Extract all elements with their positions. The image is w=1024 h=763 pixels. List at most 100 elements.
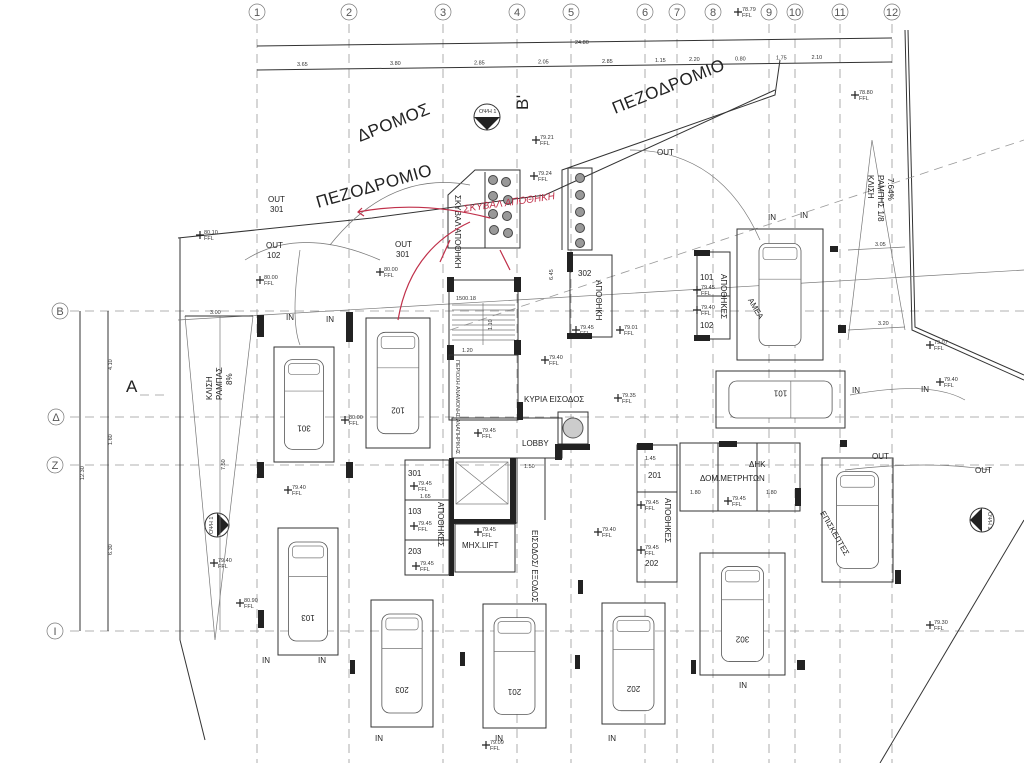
flow-in: IN	[286, 313, 294, 322]
dim-total: 24.80	[575, 40, 589, 46]
level-ffl: FFL	[482, 533, 492, 539]
grid-column-marker	[434, 3, 452, 21]
garbage-store-label: ΣΚΥΒΑΛ ΑΠΟΘΗΚΗ	[453, 195, 462, 269]
level-value: 78.79	[742, 7, 756, 13]
flow-out: OUT	[395, 240, 412, 249]
dim: 1.80	[766, 490, 777, 496]
level-value: 79.45	[580, 325, 594, 331]
meters-label: ΔΟΜ.ΜΕΤΡΗΤΩΝ	[700, 474, 765, 483]
level-ffl: FFL	[859, 96, 869, 102]
level-ffl: FFL	[645, 506, 655, 512]
flow-in: IN	[262, 656, 270, 665]
dim: 1.75	[776, 56, 787, 62]
level-value: 80.10	[204, 230, 218, 236]
bin-icon	[575, 223, 585, 233]
main-entrance-label: ΚΥΡΙΑ ΕΙΣΟΔΟΣ	[524, 395, 584, 404]
dim: 2.20	[689, 57, 700, 63]
grid-column-marker	[760, 3, 778, 21]
column-label: 10	[789, 7, 801, 19]
dim: 2.05	[538, 60, 549, 66]
dim: 1.60	[108, 434, 114, 445]
level-value: 80.90	[244, 598, 258, 604]
row-label: Δ	[52, 412, 60, 424]
bin-icon	[575, 173, 585, 183]
stores-label: ΑΠΟΘΗΚΕΣ	[719, 274, 728, 319]
level-ffl: FFL	[384, 273, 394, 279]
flow-in: IN	[375, 734, 383, 743]
level-ffl: FFL	[540, 141, 550, 147]
flow-out: OUT	[975, 466, 992, 475]
level-ffl: FFL	[732, 502, 742, 508]
parking-label: 302	[735, 635, 749, 644]
grid-column-marker	[340, 3, 358, 21]
column-label: 2	[346, 7, 352, 19]
flow-number: 301	[270, 205, 284, 214]
level-value: 79.40	[218, 558, 232, 564]
parking-label: 103	[301, 613, 315, 622]
level-value: 79.40	[292, 485, 306, 491]
level-ffl: FFL	[742, 13, 752, 19]
flow-out: OUT	[872, 452, 889, 461]
level-ffl: FFL	[622, 399, 632, 405]
flow-in: IN	[318, 656, 326, 665]
level-ffl: FFL	[944, 383, 954, 389]
level-ffl: FFL	[538, 177, 548, 183]
store-number: 301	[408, 469, 422, 478]
level-ffl: FFL	[602, 533, 612, 539]
level-value: 79.40	[549, 355, 563, 361]
bin-icon	[488, 209, 498, 219]
bin-icon	[501, 177, 511, 187]
store-number: 101	[700, 273, 714, 282]
dim: 1.10	[488, 319, 494, 330]
ramp-right: ΚΛΙΣΗ ΡΑΜΠΗΣ 1/8 7.64% 3.05 3.20	[847, 139, 906, 341]
lobby-label: LOBBY	[522, 439, 549, 448]
row-label: Z	[52, 460, 59, 472]
level-value: 79.09	[490, 740, 504, 746]
grid-column-marker	[508, 3, 526, 21]
flow-in: IN	[852, 386, 860, 395]
level-ffl: FFL	[420, 567, 430, 573]
ramp-text: ΡΑΜΠΗΣ 1/8	[876, 175, 885, 222]
parking-space: 201	[482, 603, 547, 729]
flow-in: IN	[326, 315, 334, 324]
bin-icon	[503, 195, 513, 205]
grid-column-marker	[636, 3, 654, 21]
level-value: 79.45	[701, 285, 715, 291]
level-ffl: FFL	[490, 746, 500, 752]
bin-icon	[575, 238, 585, 248]
road-label: ΔΡΟΜΟΣ	[354, 99, 432, 145]
level-value: 79.45	[418, 521, 432, 527]
dim: 2.85	[602, 59, 613, 65]
parking-space: 102	[365, 317, 431, 449]
level-value: 78.80	[859, 90, 873, 96]
view-label: ΟΨΗ 1	[209, 517, 215, 534]
grid-column-marker	[831, 3, 849, 21]
store-number: 201	[648, 471, 662, 480]
column-label: 9	[766, 7, 772, 19]
ramp-left: 3.00 ΚΛΙΣΗ ΡΑΜΠΑΣ 8% 7.50	[184, 310, 254, 641]
level-ffl: FFL	[624, 331, 634, 337]
bin-icon	[488, 191, 498, 201]
level-value: 79.07	[934, 340, 948, 346]
entry-exit-label: ΕΙΣΟΔΟΣ/ ΕΞΟΔΟΣ	[530, 530, 539, 602]
car-icon	[381, 613, 423, 714]
level-value: 79.40	[701, 305, 715, 311]
car-icon	[284, 359, 324, 450]
dim: 1.15	[655, 58, 666, 64]
parking-space: 103	[277, 527, 339, 656]
level-ffl: FFL	[701, 291, 711, 297]
